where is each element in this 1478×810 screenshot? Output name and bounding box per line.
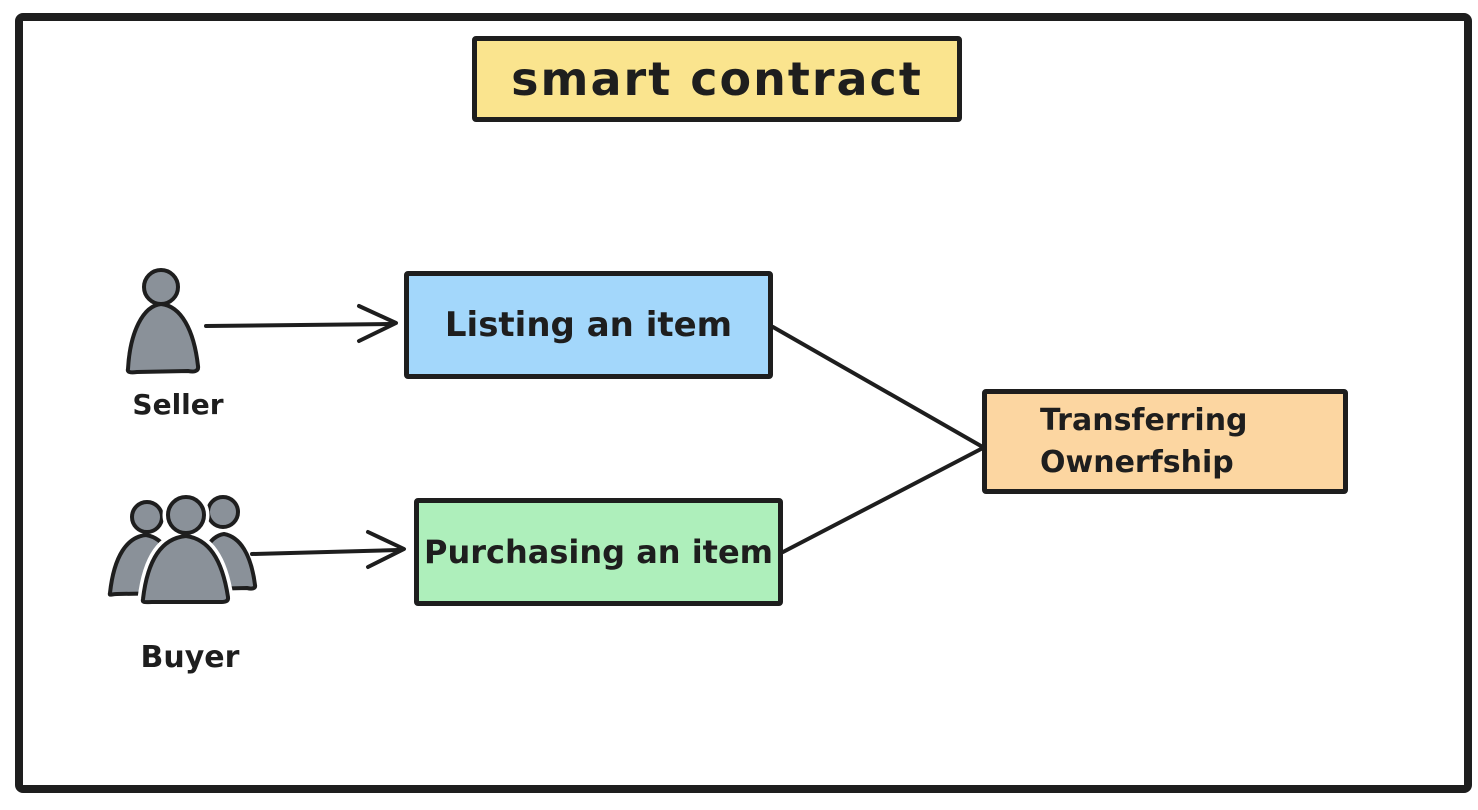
node-purchasing[interactable]: Purchasing an item — [414, 498, 783, 606]
title-box[interactable]: smart contract — [472, 36, 962, 122]
connector-seller-listing — [204, 304, 398, 343]
connector-purchasing-transferring — [781, 447, 983, 554]
node-transferring-label: Transferring Ownerfship — [1040, 402, 1248, 480]
node-listing[interactable]: Listing an item — [404, 271, 773, 379]
node-transferring[interactable]: Transferring Ownerfship — [982, 389, 1348, 494]
people-icon[interactable] — [107, 491, 258, 608]
connector-buyer-purchasing — [250, 530, 406, 569]
title-label: smart contract — [511, 52, 923, 106]
buyer-label: Buyer — [140, 640, 240, 675]
person-icon[interactable] — [125, 268, 201, 375]
outer-frame — [15, 13, 1472, 793]
node-purchasing-label: Purchasing an item — [423, 533, 774, 571]
connector-listing-transferring — [771, 325, 983, 448]
node-listing-label: Listing an item — [444, 305, 733, 345]
seller-label: Seller — [132, 388, 224, 421]
